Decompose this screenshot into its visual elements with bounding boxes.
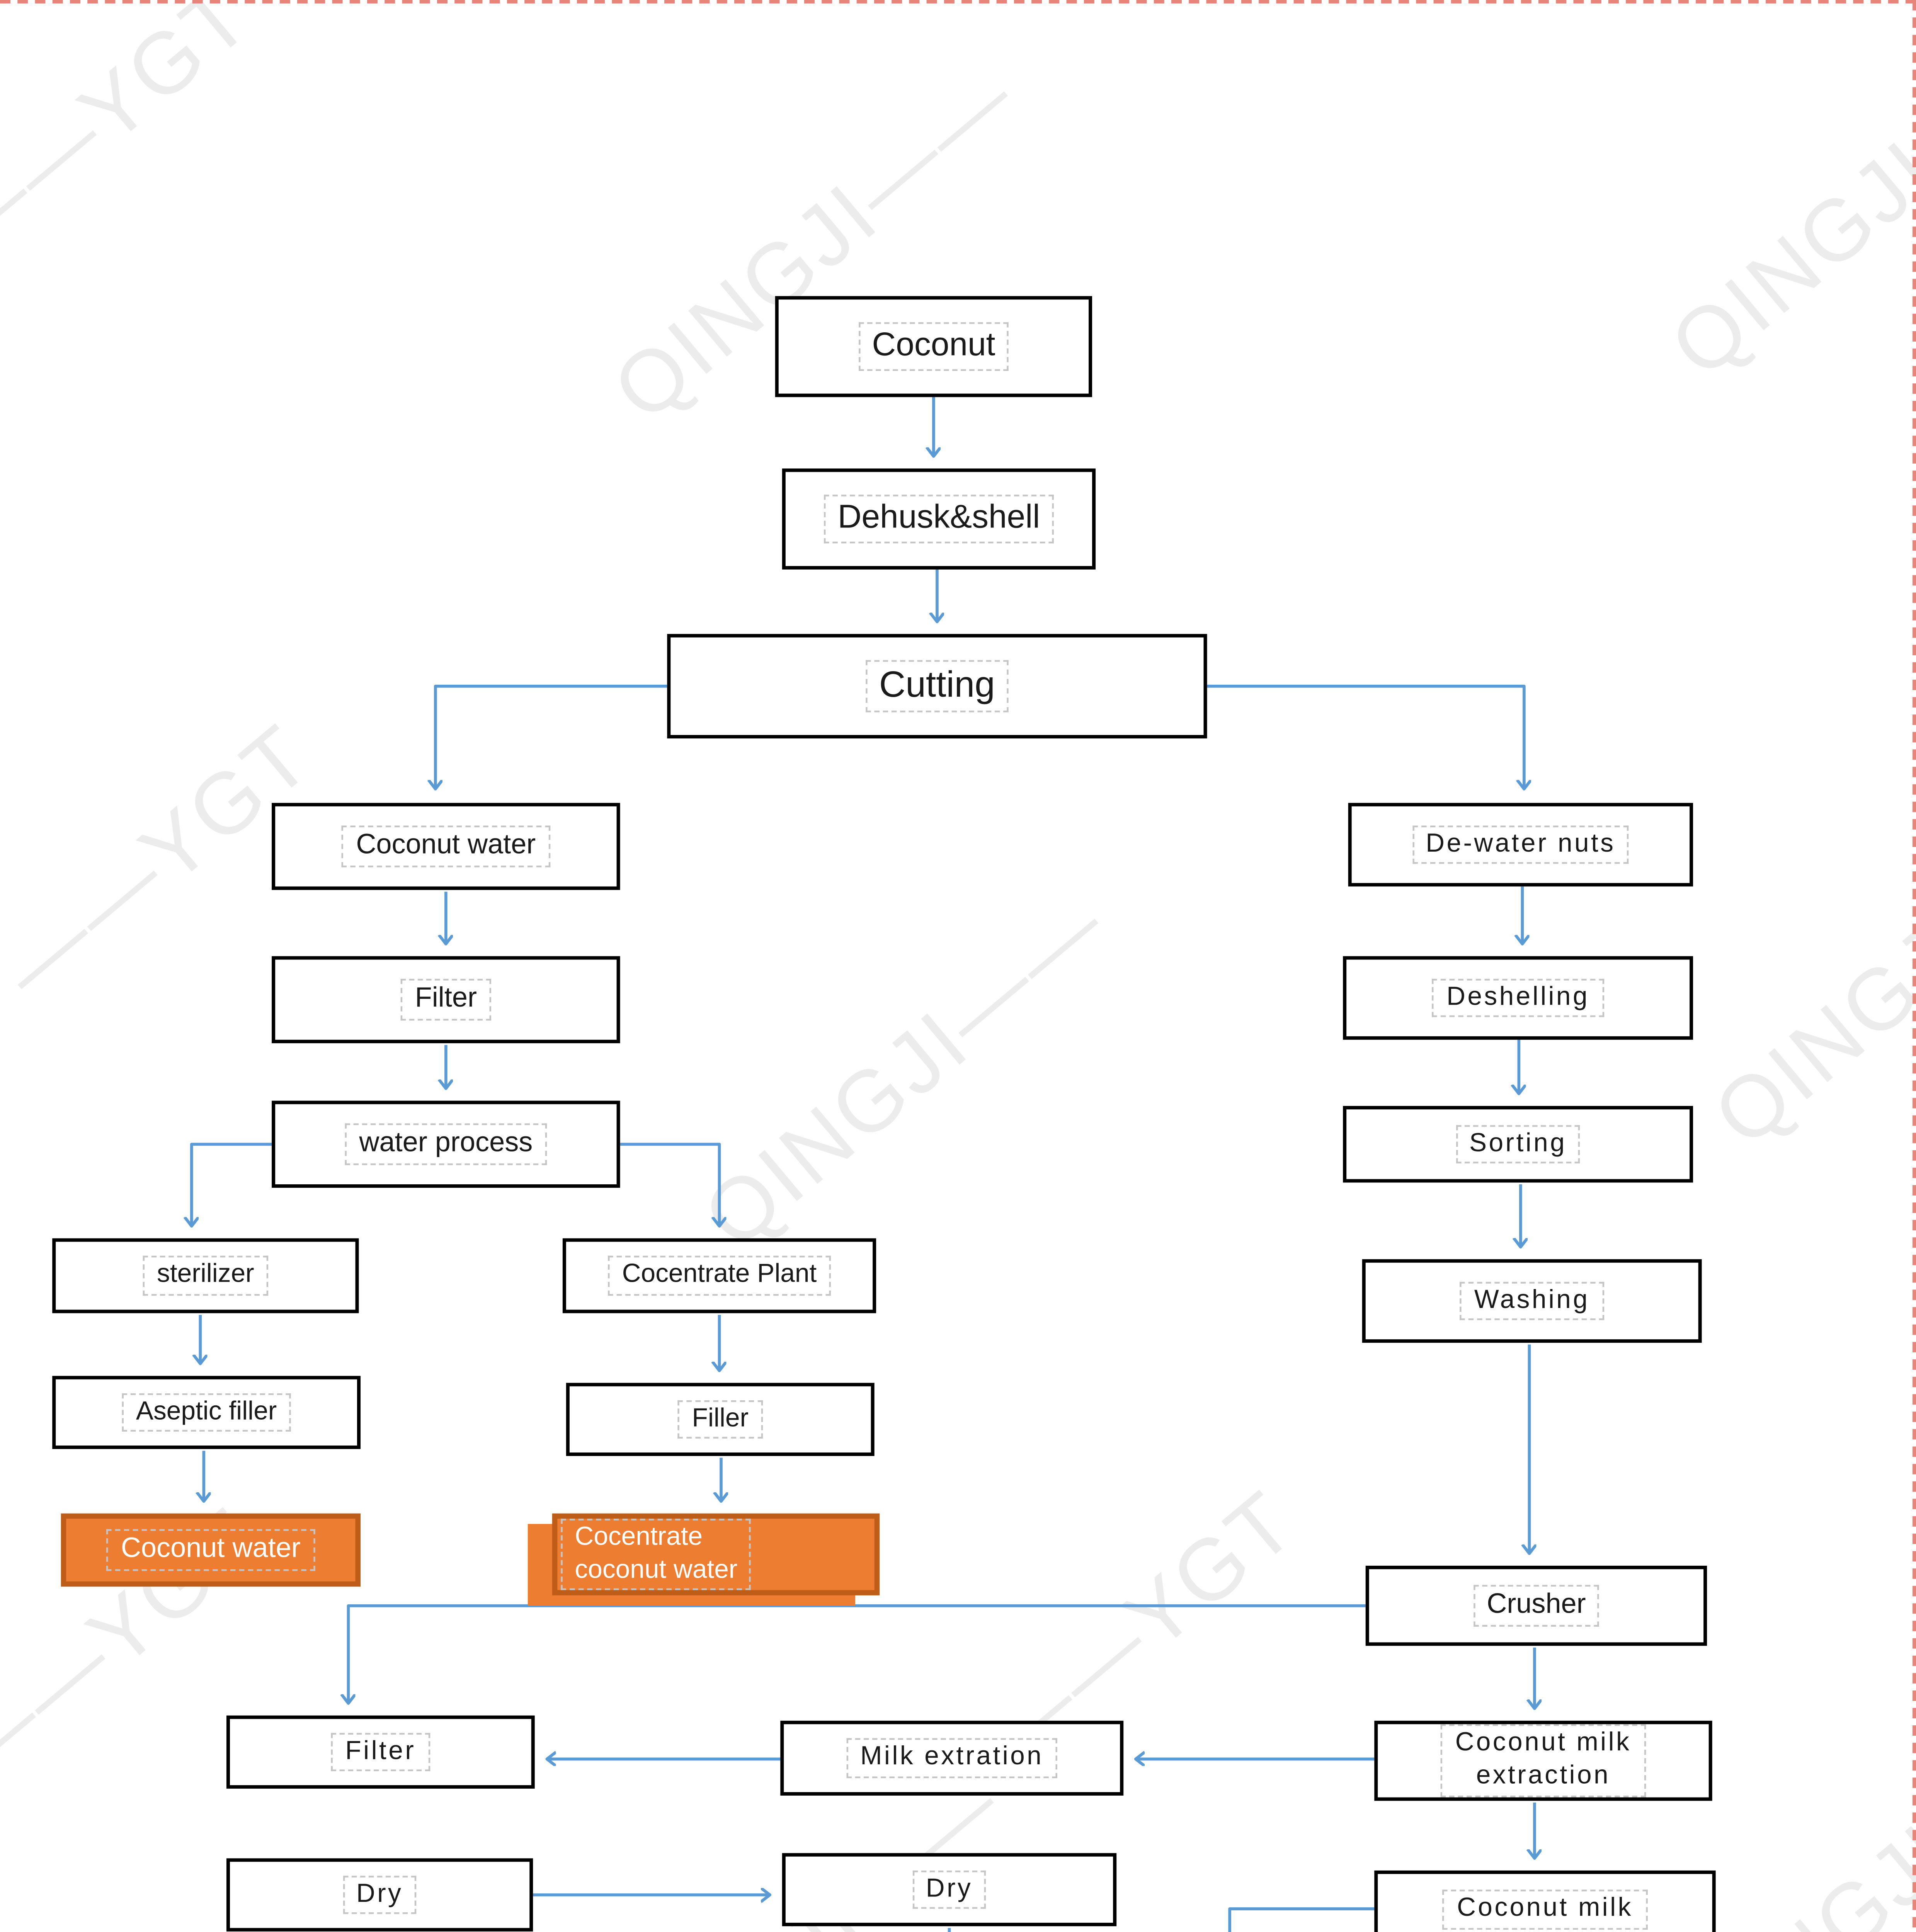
node-dry-flour-label: Dry (912, 1870, 987, 1910)
node-filter-desiccated: Filter (226, 1715, 535, 1789)
node-washing-label: Washing (1460, 1281, 1604, 1321)
node-deshelling: Deshelling (1343, 956, 1693, 1040)
node-coconut-water-step: Coconut water (272, 803, 620, 890)
node-coconut-milk-step: Coconut milk (1374, 1870, 1716, 1932)
node-sterilizer-water-label: sterilizer (143, 1256, 268, 1296)
node-dehusk-shell: Dehusk&shell (782, 468, 1096, 570)
node-coconut-milk-extraction: Coconut milk extraction (1374, 1721, 1712, 1801)
node-sterilizer-water: sterilizer (52, 1238, 359, 1313)
node-filler-concentrate-label: Filler (678, 1400, 763, 1439)
connector-cutting-dewater (1207, 685, 1524, 789)
node-water-process: water process (272, 1100, 620, 1188)
connector-waterprocess-sterilizer (192, 1143, 272, 1226)
node-milk-extration-label: Milk extration (846, 1738, 1058, 1778)
page-top-dashed-border (0, 0, 1916, 4)
node-filter-water: Filter (272, 956, 620, 1043)
node-dry-desiccated-label: Dry (342, 1875, 417, 1915)
node-cutting: Cutting (667, 634, 1207, 739)
node-washing: Washing (1362, 1259, 1702, 1343)
node-cocentrate-coconut-water-product: Cocentrate coconut water (552, 1513, 880, 1595)
node-dry-flour: Dry (782, 1853, 1117, 1927)
node-filler-concentrate: Filler (566, 1383, 875, 1456)
connector-crusher-filter2 (348, 1604, 1366, 1703)
node-coconut-water-product: Coconut water (61, 1513, 361, 1587)
node-coconut-milk-extraction-label: Coconut milk extraction (1441, 1725, 1645, 1797)
node-aseptic-filler-label: Aseptic filler (122, 1393, 291, 1432)
node-cutting-label: Cutting (865, 660, 1009, 713)
node-coconut-milk-step-label: Coconut milk (1443, 1889, 1647, 1930)
node-cocentrate-plant: Cocentrate Plant (562, 1238, 876, 1313)
node-crusher-label: Crusher (1473, 1585, 1600, 1627)
node-sorting-label: Sorting (1455, 1124, 1581, 1164)
node-coconut-water-product-label: Coconut water (107, 1529, 315, 1571)
connector-coconutmilk-coconutoil (1228, 1907, 1375, 1932)
node-dehusk-shell-label: Dehusk&shell (824, 495, 1054, 543)
node-coconut: Coconut (775, 296, 1092, 397)
node-aseptic-filler: Aseptic filler (52, 1376, 361, 1449)
node-de-water-nuts: De-water nuts (1348, 803, 1693, 887)
node-dry-desiccated: Dry (226, 1858, 533, 1932)
node-crusher: Crusher (1365, 1566, 1707, 1646)
node-coconut-label: Coconut (858, 322, 1009, 371)
node-deshelling-label: Deshelling (1433, 978, 1604, 1018)
page-right-dashed-border (1913, 0, 1916, 1932)
node-cocentrate-coconut-water-product-label: Cocentrate coconut water (561, 1518, 752, 1591)
node-water-process-label: water process (345, 1123, 547, 1165)
node-cocentrate-plant-label: Cocentrate Plant (608, 1256, 831, 1296)
node-de-water-nuts-label: De-water nuts (1412, 825, 1630, 865)
connector-cutting-coconut-water (436, 685, 667, 789)
node-filter-water-label: Filter (401, 979, 491, 1021)
connector-waterprocess-cocentrateplant (620, 1143, 720, 1226)
node-filter-desiccated-label: Filter (331, 1732, 430, 1772)
node-sorting: Sorting (1343, 1106, 1693, 1183)
node-coconut-water-step-label: Coconut water (342, 825, 550, 867)
node-milk-extration: Milk extration (780, 1721, 1124, 1796)
